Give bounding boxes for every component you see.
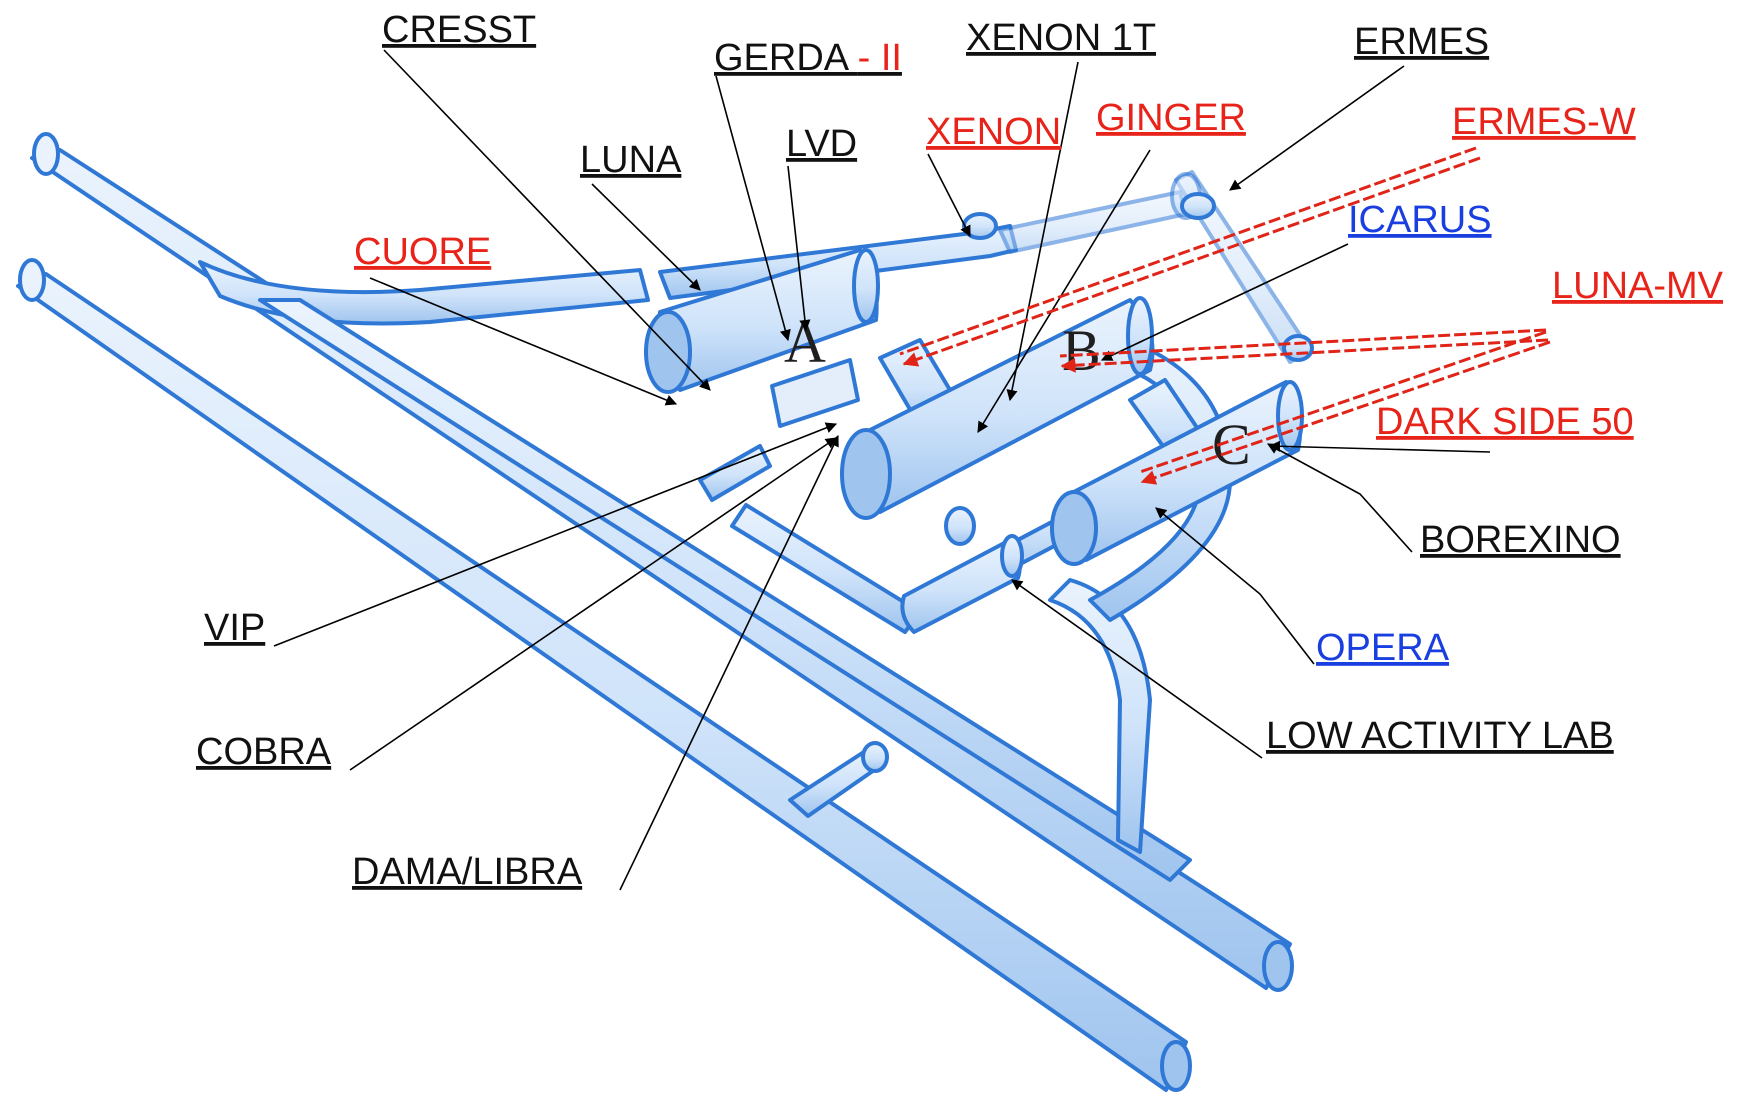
label-dama-libra: DAMA/LIBRA xyxy=(352,851,583,893)
highway-tunnel-lower-end xyxy=(1160,1040,1192,1092)
label-lvd: LVD xyxy=(786,123,857,165)
icarus-leader xyxy=(1100,243,1349,361)
label-low-activity-lab: LOW ACTIVITY LAB xyxy=(1266,715,1614,757)
ermes-leader xyxy=(1229,65,1405,191)
lvd-leader xyxy=(787,165,811,332)
borexino-leader xyxy=(1267,443,1413,553)
label-ermes: ERMES xyxy=(1354,21,1489,63)
luna-leader xyxy=(591,183,701,291)
label-luna: LUNA xyxy=(580,139,682,181)
leader-lines xyxy=(273,49,1491,891)
xenon-leader xyxy=(927,153,971,237)
label-opera: OPERA xyxy=(1316,627,1450,669)
label-vip: VIP xyxy=(204,607,265,649)
label-borexino: BOREXINO xyxy=(1420,519,1621,561)
label-xenon: XENON xyxy=(926,111,1061,153)
low-activity-lab-leader xyxy=(1011,579,1263,759)
label-ginger: GINGER xyxy=(1096,97,1246,139)
ermes-w-arrow-1 xyxy=(899,146,1477,356)
label-gerda-suffix: - II xyxy=(858,37,902,79)
lvd-block xyxy=(770,358,860,428)
highway-tunnel-upper-end xyxy=(1262,940,1294,992)
experiment-labels: CRESST GERDA - II XENON 1T ERMES LUNA LV… xyxy=(196,9,1724,893)
ginger-leader xyxy=(977,149,1151,433)
label-cuore: CUORE xyxy=(354,231,491,273)
label-cresst: CRESST xyxy=(382,9,536,51)
label-xenon-1t: XENON 1T xyxy=(966,17,1156,59)
opera-leader xyxy=(1155,507,1315,665)
luna-mv-arrow-1 xyxy=(1059,328,1547,358)
laboratory-tunnel-structure xyxy=(16,132,1314,1092)
gerda-leader xyxy=(715,75,791,342)
cuore-leader xyxy=(369,277,678,406)
label-gerda-main: GERDA xyxy=(714,37,858,79)
hall-b-letter: B xyxy=(1062,318,1101,383)
future-experiment-arrows xyxy=(899,146,1551,485)
label-luna-mv: LUNA-MV xyxy=(1552,265,1724,307)
main-gallery xyxy=(258,298,1192,882)
label-icarus: ICARUS xyxy=(1348,199,1492,241)
cobra-leader xyxy=(349,437,837,771)
dama-libra-leader xyxy=(619,434,839,891)
label-gerda: GERDA - II xyxy=(714,37,902,79)
cresst-leader xyxy=(383,49,711,391)
luna-mv-arrow-2 xyxy=(1139,330,1547,474)
borexino-leader-b xyxy=(1268,440,1491,453)
label-cobra: COBRA xyxy=(196,731,332,773)
vip-leader xyxy=(273,422,838,647)
label-ermes-w: ERMES-W xyxy=(1452,101,1636,143)
label-dark-side-50: DARK SIDE 50 xyxy=(1376,401,1634,443)
xenon1t-leader-a xyxy=(1006,61,1079,402)
